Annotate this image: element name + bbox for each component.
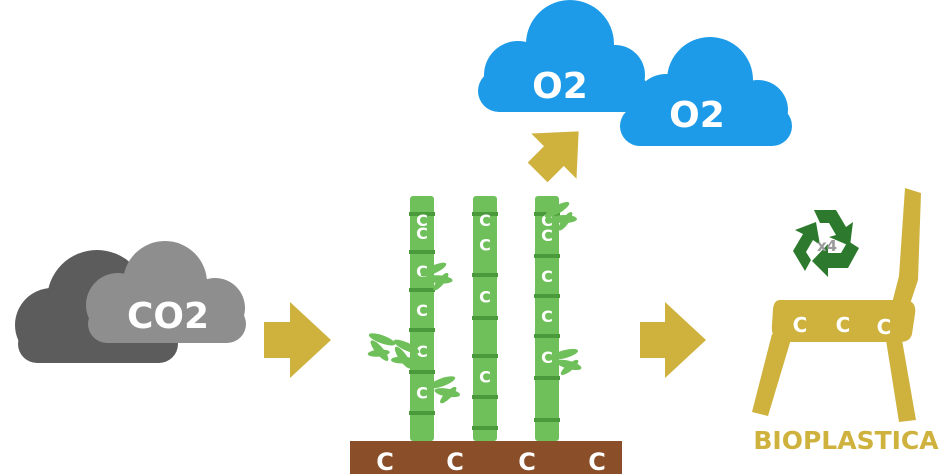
bamboo-c-label: C <box>541 211 553 230</box>
soil-c-label: C <box>588 448 606 474</box>
bamboo-c-label: C <box>541 226 553 245</box>
bamboo-c-label: C <box>541 348 553 367</box>
o2-clouds: O2 O2 <box>478 0 792 146</box>
co2-cloud: CO2 <box>15 241 246 363</box>
recycle-icon: x4 <box>793 210 859 277</box>
chair-seat <box>771 300 916 342</box>
bamboo-c-label: C <box>479 236 491 255</box>
recycle-multiplier: x4 <box>817 237 837 255</box>
bioplastic-chair: C C C BIOPLASTICA <box>752 188 939 455</box>
bamboo-c-label: C <box>416 211 428 230</box>
bamboo-c-label: C <box>416 301 428 320</box>
chair-back <box>890 188 921 316</box>
arrow-up-right <box>527 131 579 183</box>
chair-c-label: C <box>793 313 808 337</box>
bamboo-c-label: C <box>479 211 491 230</box>
soil-c-label: C <box>446 448 464 474</box>
co2-cloud-front <box>86 241 246 343</box>
o2-label-back: O2 <box>669 95 725 136</box>
bamboo-c-label: C <box>479 288 491 307</box>
soil-bar: C C C C <box>350 441 622 474</box>
bamboo-c-label: C <box>416 384 428 403</box>
bamboo-c-label: C <box>479 368 491 387</box>
o2-label-front: O2 <box>532 66 588 107</box>
bamboo-leaf <box>420 262 453 291</box>
chair-c-label: C <box>877 315 892 339</box>
bamboo-leaf <box>544 201 577 231</box>
bamboo-c-label: C <box>541 267 553 286</box>
bamboo-c-label: C <box>416 224 428 243</box>
arrow-right-2 <box>640 302 706 378</box>
chair-rear-leg <box>886 340 916 422</box>
bioplastica-caption: BIOPLASTICA <box>753 426 939 455</box>
soil-ground <box>350 441 622 474</box>
bamboo-leaf <box>550 348 582 375</box>
soil-c-label: C <box>376 448 394 474</box>
bamboo-c-label: C <box>541 307 553 326</box>
bamboo-leaf <box>391 339 420 369</box>
o2-cloud-front <box>478 0 648 112</box>
bamboo-leaf <box>428 376 461 404</box>
soil-c-label: C <box>518 448 536 474</box>
o2-cloud-back <box>620 37 792 146</box>
chair-c-label: C <box>836 313 851 337</box>
bamboo-c-label: C <box>416 342 428 361</box>
chair-front-leg <box>752 334 792 416</box>
arrow-right-1 <box>264 302 331 378</box>
bamboo-c-label: C <box>416 262 428 281</box>
bamboo-leaf <box>367 333 396 361</box>
co2-label: CO2 <box>127 296 209 337</box>
